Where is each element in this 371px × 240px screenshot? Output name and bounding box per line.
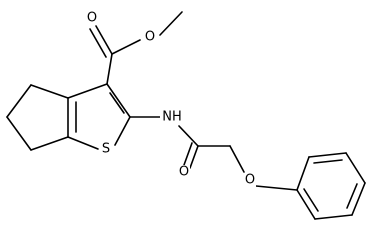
bond-o-methyl <box>159 11 183 36</box>
bond-amide-co-a <box>189 145 199 169</box>
bond-ph-2 <box>308 152 347 158</box>
bond-s-c7a <box>67 136 99 150</box>
bond-ph-6 <box>296 189 316 220</box>
atom-label-amide-o: O <box>179 165 189 180</box>
bond-n-carbonyl <box>178 125 199 147</box>
cyclopentane-ring <box>6 84 69 151</box>
thiophene-ring <box>67 83 131 150</box>
atom-label-ester-o: O <box>145 30 155 45</box>
molecule-diagram: O O S NH O O <box>6 11 366 220</box>
bond-ph-1 <box>296 156 310 191</box>
atom-label-sulfur: S <box>102 142 110 157</box>
amide-chain <box>129 116 298 191</box>
bond-c3a-c4 <box>30 84 69 99</box>
bond-ph-4 <box>351 182 366 216</box>
bond-o-phenyl <box>255 185 298 191</box>
bond-c5-c6 <box>6 116 32 151</box>
bond-ph-inner-1 <box>313 159 343 164</box>
structure-svg: O O S NH O O <box>6 11 366 220</box>
bond-ester-c-o <box>111 39 141 55</box>
bond-ester-to-ring <box>106 53 113 85</box>
bond-ch2-o <box>229 145 245 173</box>
bond-c3a-c3 <box>67 83 108 99</box>
bond-c4-c5 <box>6 84 32 118</box>
bond-c3-c2-inner <box>109 92 125 114</box>
bond-ph-3 <box>345 152 366 184</box>
phenyl-ring <box>296 152 366 220</box>
ester-group <box>89 11 183 85</box>
bond-ph-inner-3 <box>303 188 319 212</box>
atom-labels: O O S NH O O <box>86 11 256 188</box>
bond-ph-5 <box>314 214 353 220</box>
bond-c6-c7a <box>30 136 69 151</box>
bond-carbonyl-co-b <box>89 28 107 58</box>
atom-label-carbonyl-o: O <box>87 11 97 26</box>
bond-amide-co-b <box>183 142 193 166</box>
bond-ph-inner-2 <box>346 183 358 209</box>
atom-label-nh: NH <box>162 110 182 125</box>
bond-c2-s <box>114 116 131 146</box>
bond-c3-c2 <box>106 83 131 118</box>
bond-carbonyl-co-a <box>95 25 113 55</box>
atom-label-ether-o: O <box>245 173 255 188</box>
